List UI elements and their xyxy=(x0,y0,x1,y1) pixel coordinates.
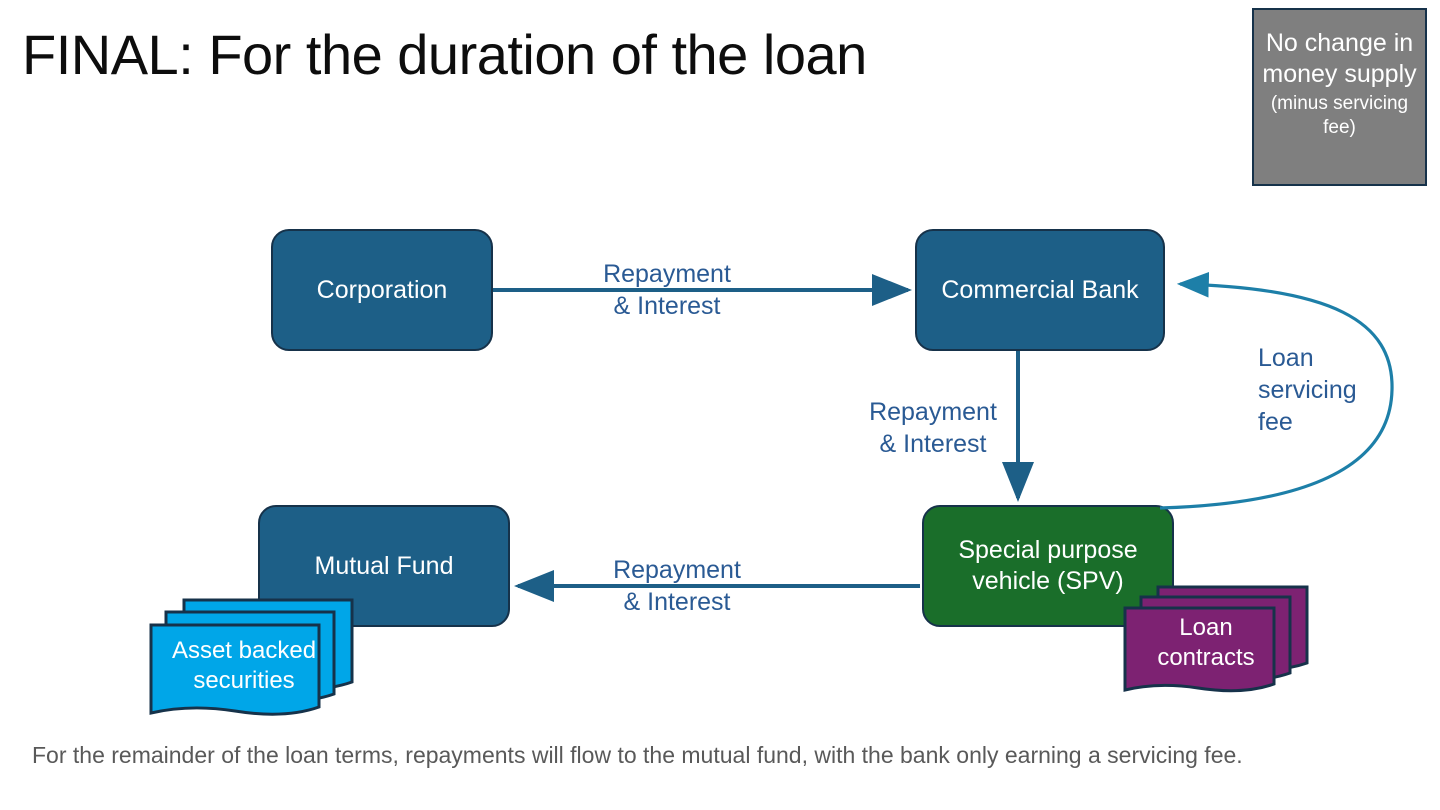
money-supply-callout: No change in money supply (minus servici… xyxy=(1252,8,1427,186)
node-commercial-bank-label: Commercial Bank xyxy=(941,275,1139,304)
node-corporation[interactable]: Corporation xyxy=(271,229,493,351)
arrow-label-spv-to-mutual: Repayment & Interest xyxy=(613,556,741,616)
node-spv-label: Special purpose vehicle (SPV) xyxy=(958,536,1138,595)
slide-caption: For the remainder of the loan terms, rep… xyxy=(32,742,1243,768)
loan-contracts-label: Loan contracts xyxy=(1157,614,1255,671)
arrow-label-corp-to-bank: Repayment & Interest xyxy=(603,260,731,320)
node-corporation-label: Corporation xyxy=(316,275,448,304)
page-title: FINAL: For the duration of the loan xyxy=(22,23,867,86)
callout-main-text: No change in money supply xyxy=(1262,29,1417,88)
arrow-label-loan-servicing-fee: Loan servicing fee xyxy=(1258,344,1357,436)
asset-backed-securities-stack[interactable]: Asset backed securities xyxy=(148,598,358,716)
node-commercial-bank[interactable]: Commercial Bank xyxy=(915,229,1165,351)
node-mutual-fund[interactable]: Mutual Fund xyxy=(258,505,510,627)
node-spv[interactable]: Special purpose vehicle (SPV) xyxy=(922,505,1174,627)
document-icon xyxy=(149,623,321,716)
asset-backed-securities-label: Asset backed securities xyxy=(171,637,317,694)
node-mutual-fund-label: Mutual Fund xyxy=(314,551,454,580)
arrow-label-bank-to-spv: Repayment & Interest xyxy=(869,398,997,458)
loan-contracts-stack[interactable]: Loan contracts xyxy=(1122,585,1312,695)
callout-sub-text: (minus servicing fee) xyxy=(1270,93,1409,138)
document-icon xyxy=(1123,606,1276,693)
